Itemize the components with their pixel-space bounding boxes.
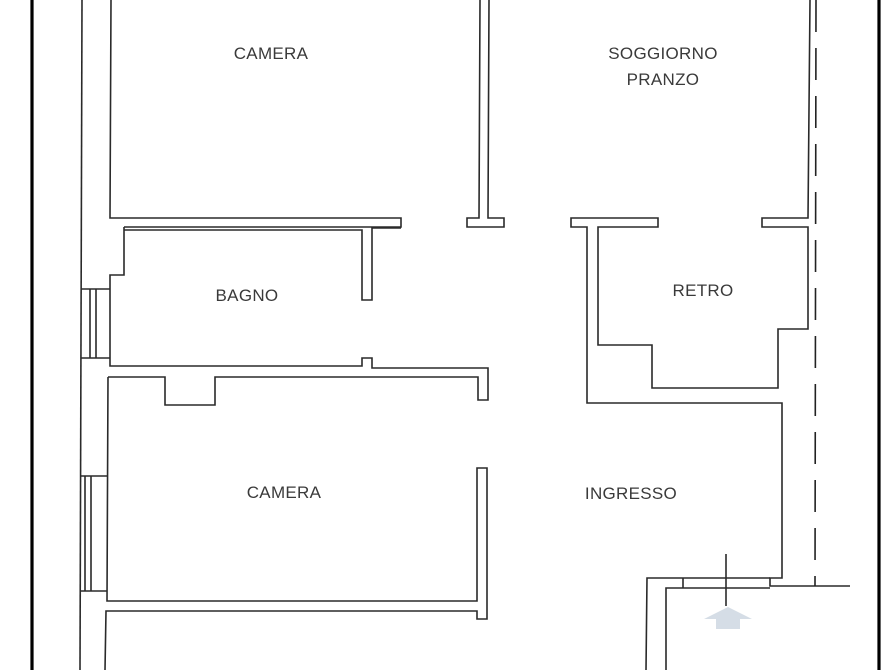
camera-1-walls [109,0,402,228]
partition-wall-camera-soggiorno [466,0,505,228]
camera-2-window [80,475,107,592]
room-label-retro: RETRO [672,281,734,300]
bagno-window [81,288,110,359]
room-label-bagno: BAGNO [215,286,279,305]
exterior-wall-left-outer [79,0,83,670]
room-label-camera-1: CAMERA [233,44,309,63]
room-label-soggiorno-pranzo: SOGGIORNO PRANZO [608,44,718,89]
entrance-arrow-icon [704,607,752,629]
bagno-walls [108,227,489,406]
room-label-ingresso: INGRESSO [584,484,678,503]
camera-2-walls [104,376,488,670]
retro-ingresso-walls [570,0,850,587]
property-line-dashed [814,0,817,587]
room-label-camera-2: CAMERA [246,483,322,502]
bagno-top-wall [124,227,401,301]
